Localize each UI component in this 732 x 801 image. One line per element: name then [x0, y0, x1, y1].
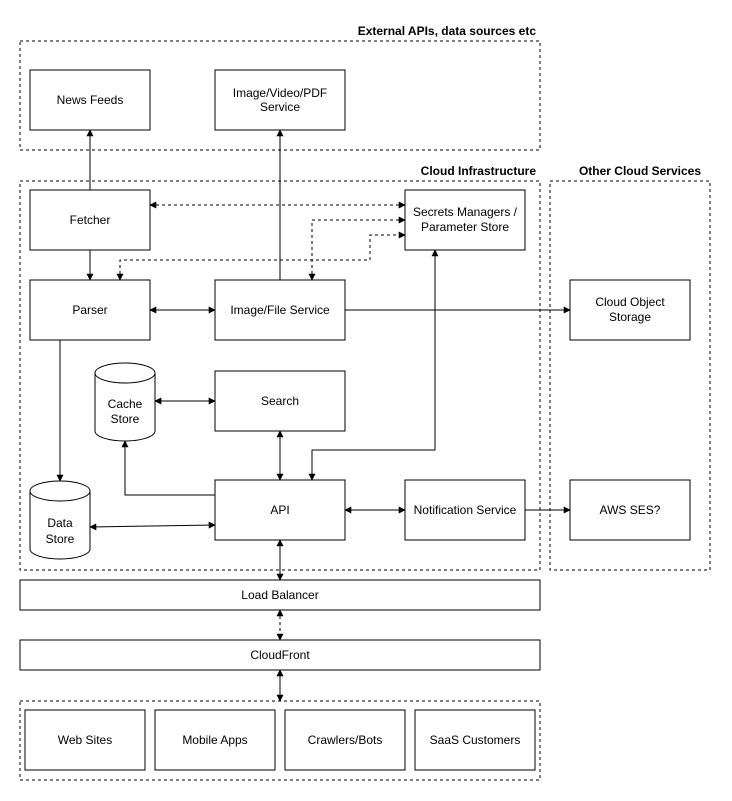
node-data-store: Data Store [29, 480, 91, 560]
node-cloudfront-label: CloudFront [250, 648, 310, 662]
node-secrets-manager: Secrets Managers / Parameter Store [404, 189, 526, 251]
node-image-file-service: Image/File Service [214, 279, 346, 341]
node-data-store-label-2: Store [46, 532, 75, 546]
node-image-video-pdf-label-1: Image/Video/PDF [233, 86, 328, 100]
node-crawlers-bots-label: Crawlers/Bots [308, 733, 383, 747]
node-cloud-object-label-2: Storage [609, 310, 651, 324]
node-notification-service-label: Notification Service [414, 503, 517, 517]
node-parser-label: Parser [72, 303, 107, 317]
edge-parser-secrets [116, 231, 406, 281]
node-image-video-pdf-service: Image/Video/PDF Service [214, 69, 346, 131]
group-other-cloud-services: Other Cloud Services [549, 164, 711, 571]
node-fetcher-label: Fetcher [70, 213, 111, 227]
node-saas-customers-label: SaaS Customers [430, 733, 521, 747]
node-cache-store: Cache Store [94, 362, 156, 442]
node-api: API [214, 479, 346, 541]
node-aws-ses: AWS SES? [569, 479, 691, 541]
node-image-video-pdf-label-2: Service [260, 100, 300, 114]
edges [56, 129, 571, 702]
node-secrets-label-1: Secrets Managers / [413, 205, 518, 219]
node-load-balancer-label: Load Balancer [241, 588, 318, 602]
node-data-store-label-1: Data [47, 516, 73, 530]
node-parser: Parser [29, 279, 151, 341]
node-aws-ses-label: AWS SES? [600, 503, 661, 517]
node-news-feeds-label: News Feeds [57, 93, 124, 107]
node-secrets-label-2: Parameter Store [421, 220, 509, 234]
node-cache-store-label-2: Store [111, 412, 140, 426]
node-fetcher: Fetcher [29, 189, 151, 251]
node-cloud-object-label-1: Cloud Object [595, 295, 665, 309]
edge-api-datastore [89, 521, 216, 531]
group-external-title: External APIs, data sources etc [358, 24, 537, 38]
node-api-label: API [270, 503, 289, 517]
node-load-balancer: Load Balancer [19, 579, 541, 611]
node-mobile-apps-label: Mobile Apps [182, 733, 247, 747]
node-mobile-apps: Mobile Apps [154, 709, 276, 771]
node-crawlers-bots: Crawlers/Bots [284, 709, 406, 771]
node-cache-store-label-1: Cache [108, 397, 143, 411]
node-cloudfront: CloudFront [19, 639, 541, 671]
node-notification-service: Notification Service [404, 479, 526, 541]
node-cloud-object-storage: Cloud Object Storage [569, 279, 691, 341]
node-saas-customers: SaaS Customers [414, 709, 536, 771]
node-search: Search [214, 370, 346, 432]
node-search-label: Search [261, 394, 299, 408]
node-web-sites-label: Web Sites [58, 733, 112, 747]
node-image-file-service-label: Image/File Service [230, 303, 330, 317]
edge-api-secrets [308, 249, 439, 481]
edge-api-cache [121, 440, 215, 496]
group-other-cloud-services-title: Other Cloud Services [579, 164, 701, 178]
group-cloud-infrastructure-title: Cloud Infrastructure [421, 164, 537, 178]
node-news-feeds: News Feeds [29, 69, 151, 131]
edge-imagefile-secrets [308, 216, 406, 281]
node-web-sites: Web Sites [24, 709, 146, 771]
